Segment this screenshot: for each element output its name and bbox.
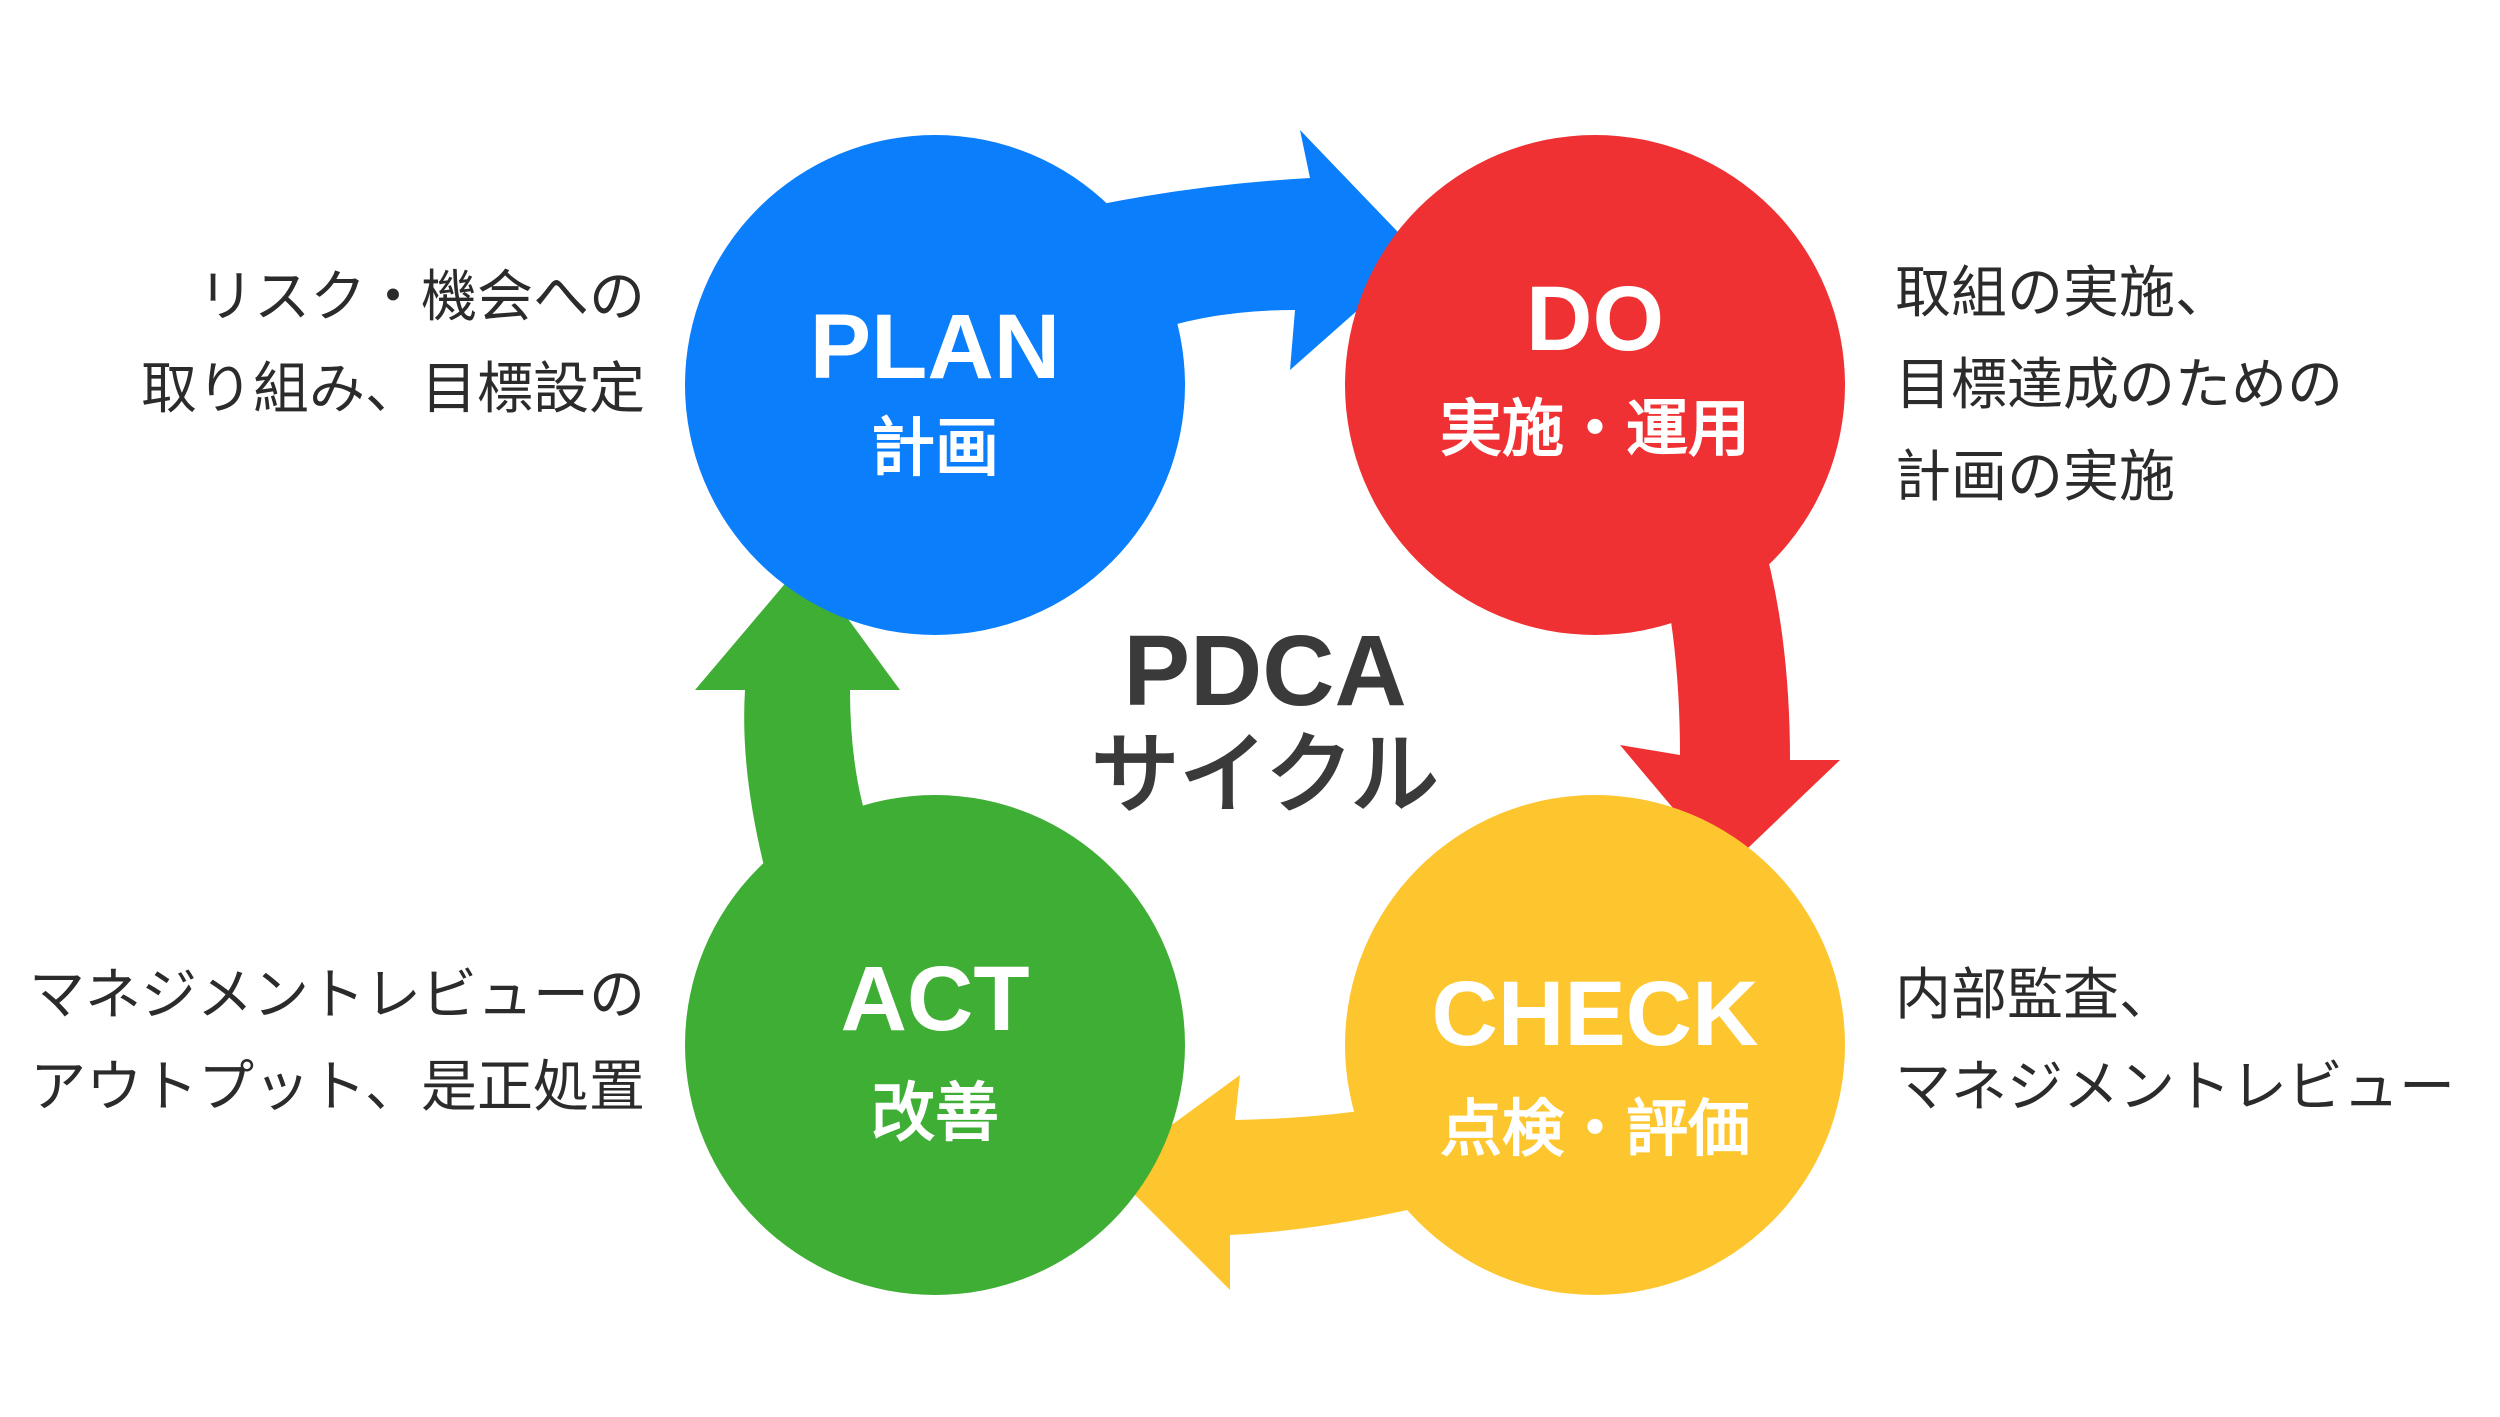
plan-note-line: 取り組み、目標設定: [141, 357, 645, 422]
plan-stage: PLAN 計画: [685, 135, 1185, 635]
plan-label: PLAN: [810, 296, 1060, 398]
plan-note-line: リスク・機会への: [198, 265, 645, 330]
do-label: DO: [1526, 268, 1664, 370]
act-note-line: アウトプット、是正処置: [30, 1055, 645, 1120]
do-note-line: 目標達成のための: [1895, 353, 2343, 418]
arrow-act-to-plan: [695, 560, 900, 870]
center-subtitle: サイクル: [1091, 723, 1439, 826]
do-note-line: 取組の実施、: [1895, 261, 2231, 326]
act-note: マネジメントレビューの アウトプット、是正処置: [29, 950, 645, 1134]
plan-circle: [685, 135, 1185, 635]
act-label-ja: 改善: [871, 1077, 999, 1151]
plan-note: リスク・機会への 取り組み、目標設定: [141, 252, 645, 436]
do-label-ja: 実施・運用: [1440, 392, 1750, 465]
check-circle: [1345, 795, 1845, 1295]
act-circle: [685, 795, 1185, 1295]
do-note-line: 計画の実施: [1895, 445, 2175, 510]
do-note: 取組の実施、 目標達成のための 計画の実施: [1895, 248, 2343, 524]
act-note-line: マネジメントレビューの: [29, 963, 645, 1028]
check-note: 内部監査、 マネジメントレビュー: [1895, 950, 2455, 1134]
check-note-line: 内部監査、: [1895, 963, 2175, 1028]
plan-label-ja: 計画: [871, 412, 999, 486]
check-note-line: マネジメントレビュー: [1895, 1055, 2455, 1120]
center-title: PDCA サイクル: [1091, 615, 1439, 826]
check-stage: CHECK 点検・評価: [1345, 795, 1845, 1295]
center-title-pdca: PDCA: [1123, 615, 1406, 727]
act-label: ACT: [840, 948, 1029, 1050]
do-stage: DO 実施・運用: [1345, 135, 1845, 635]
check-label: CHECK: [1431, 963, 1758, 1065]
do-circle: [1345, 135, 1845, 635]
act-stage: ACT 改善: [685, 795, 1185, 1295]
check-label-ja: 点検・評価: [1440, 1092, 1750, 1165]
